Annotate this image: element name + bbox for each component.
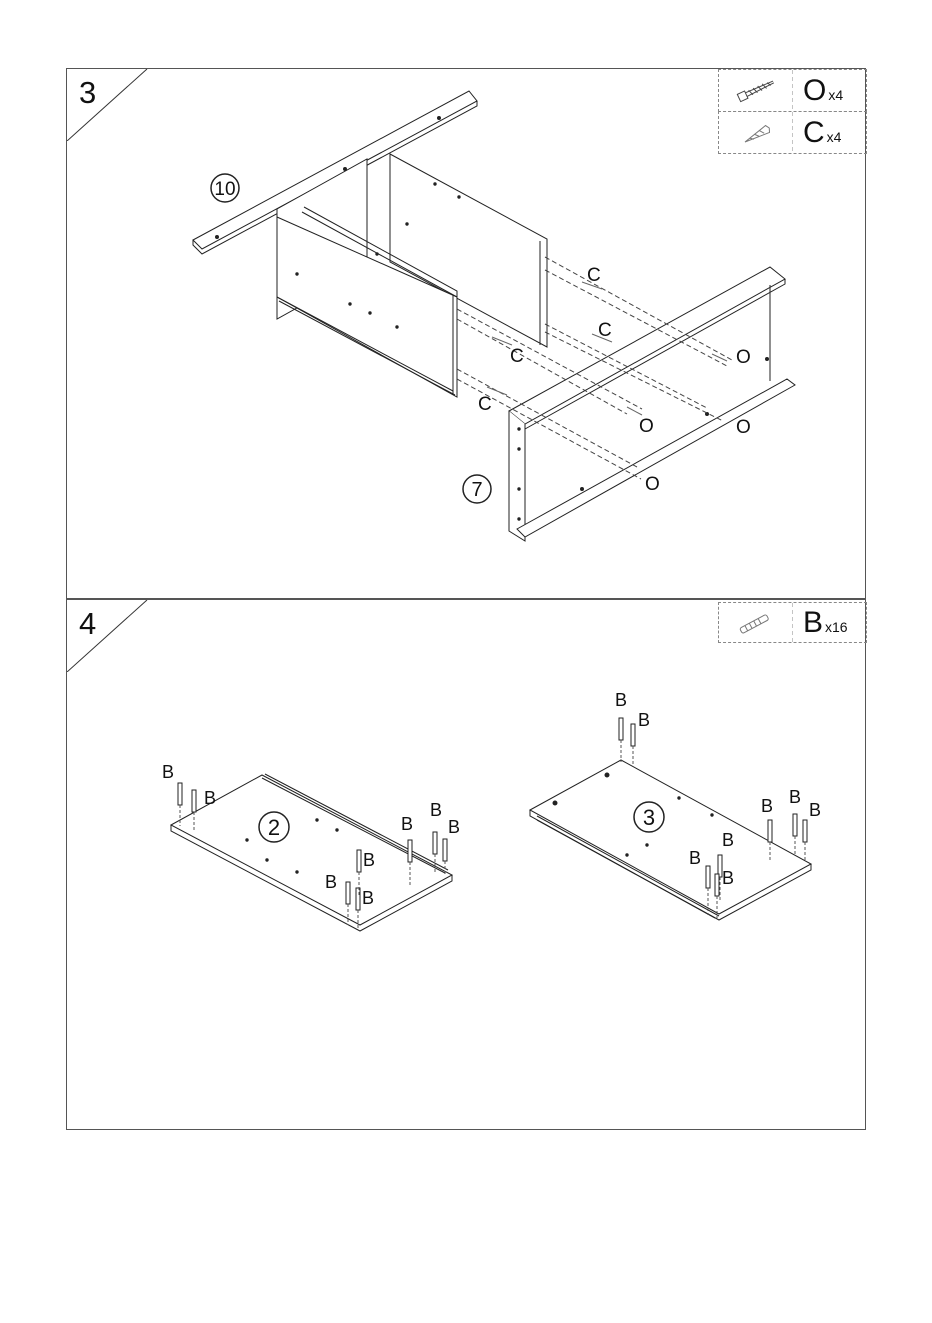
callout-b: B: [809, 800, 821, 821]
step-4-dowel-drawing: [67, 600, 867, 1131]
callout-c: C: [478, 394, 492, 416]
callout-b: B: [362, 888, 374, 909]
callout-b: B: [430, 800, 442, 821]
callout-b: B: [401, 814, 413, 835]
part-label-2: 2: [257, 810, 291, 844]
callout-b: B: [722, 830, 734, 851]
svg-text:2: 2: [268, 815, 280, 840]
callout-b: B: [162, 762, 174, 783]
part-label-3: 3: [632, 800, 666, 834]
callout-b: B: [204, 788, 216, 809]
callout-b: B: [363, 850, 375, 871]
callout-c: C: [510, 346, 524, 368]
callout-o: O: [736, 347, 751, 369]
callout-o: O: [639, 416, 654, 438]
callout-b: B: [689, 848, 701, 869]
callout-o: O: [645, 474, 660, 496]
callout-b: B: [638, 710, 650, 731]
callout-b: B: [448, 817, 460, 838]
svg-text:7: 7: [471, 479, 482, 501]
callout-c: C: [587, 265, 601, 287]
callout-b: B: [722, 868, 734, 889]
callout-b: B: [325, 872, 337, 893]
part-label-10: 10: [209, 172, 241, 204]
svg-text:10: 10: [214, 179, 235, 200]
part-label-7: 7: [461, 473, 493, 505]
callout-b: B: [761, 796, 773, 817]
callout-o: O: [736, 417, 751, 439]
callout-c: C: [598, 320, 612, 342]
svg-text:3: 3: [643, 805, 655, 830]
callout-b: B: [615, 690, 627, 711]
callout-b: B: [789, 787, 801, 808]
step-3-assembly-drawing: [67, 69, 867, 600]
